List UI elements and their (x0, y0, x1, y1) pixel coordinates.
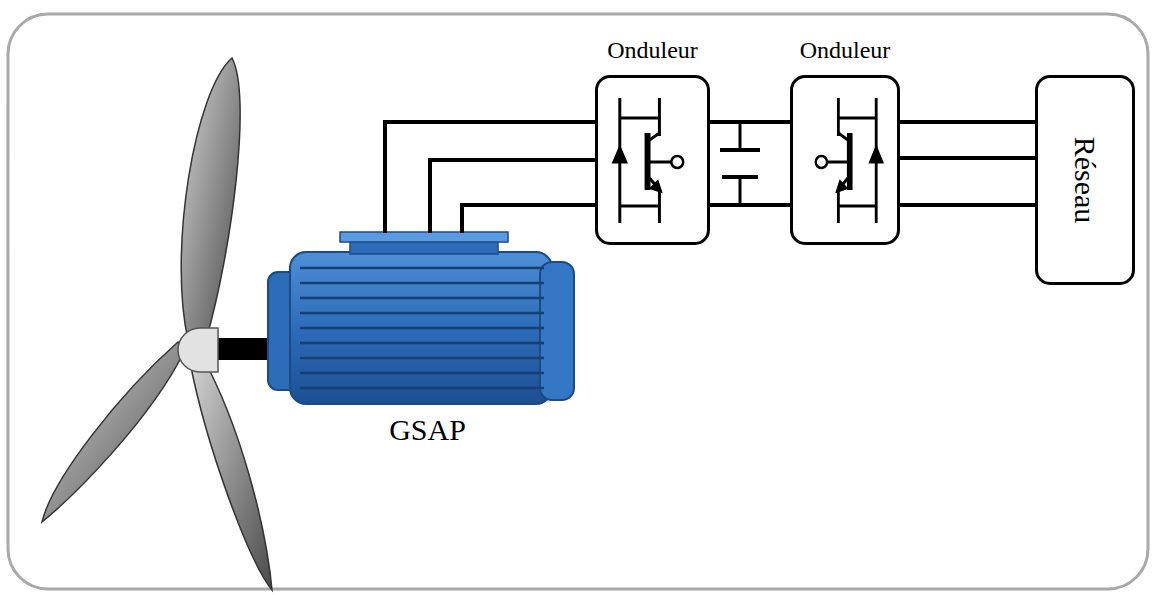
terminal-plate (340, 232, 508, 242)
power-wire (710, 122, 790, 205)
wire (710, 203, 790, 207)
fin (300, 327, 544, 330)
fin (300, 282, 544, 285)
end-cap (540, 262, 574, 400)
wire (900, 203, 1035, 207)
igbt-symbol (598, 78, 707, 242)
frame (8, 14, 1148, 589)
motor-body (290, 252, 552, 404)
power-wire (900, 122, 1035, 205)
inverter-label: Onduleur (800, 37, 891, 64)
generator-picture (268, 232, 574, 404)
wire (900, 120, 1035, 124)
generator-label: GSAP (389, 413, 466, 447)
fin (300, 297, 544, 300)
inverter-label: Onduleur (607, 37, 698, 64)
inverter-box: Onduleur (595, 75, 710, 245)
wire (462, 205, 595, 233)
blade (181, 58, 240, 340)
capacitor-symbol (720, 122, 760, 205)
grid-label: Réseau (1068, 137, 1102, 224)
fin (300, 312, 544, 315)
blade (42, 342, 184, 522)
generator: GSAP (285, 233, 570, 405)
hub (178, 328, 218, 372)
fin (300, 357, 544, 360)
inverter-box: Onduleur (790, 75, 900, 245)
fin (300, 267, 544, 270)
wire (710, 120, 790, 124)
wind-turbine (42, 58, 280, 590)
blade (190, 356, 272, 590)
power-wire (385, 122, 595, 233)
fin (300, 372, 544, 375)
grid-box: Réseau (1035, 75, 1135, 285)
fin (300, 342, 544, 345)
cooling-fins (300, 268, 544, 388)
wire (900, 156, 1035, 160)
wire (430, 160, 595, 233)
igbt-symbol (793, 78, 897, 242)
fin (300, 387, 544, 390)
wire (385, 122, 595, 233)
